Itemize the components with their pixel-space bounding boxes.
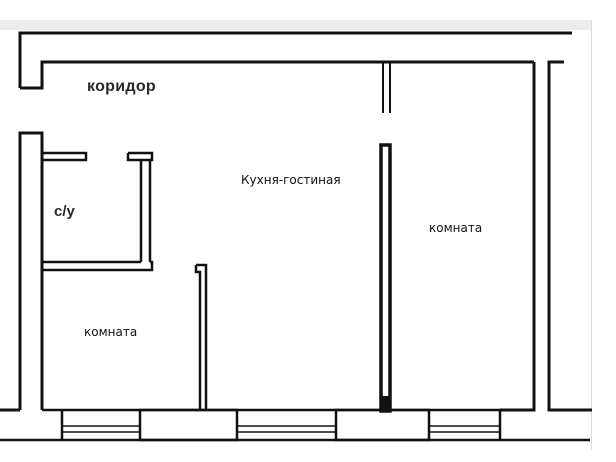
label-kitchen-living: Кухня-гостиная xyxy=(241,173,341,187)
label-wc: с/у xyxy=(54,203,75,220)
top-border-band xyxy=(0,20,592,30)
kitchen-room-partition xyxy=(379,62,392,413)
bottom-exterior-wall xyxy=(0,408,590,442)
window-2 xyxy=(237,425,336,433)
label-room-right: комната xyxy=(429,221,483,235)
left-room-partition xyxy=(194,263,208,410)
left-exterior-wall xyxy=(0,131,44,412)
outer-top-wall xyxy=(18,31,572,90)
right-border-line xyxy=(591,20,592,450)
right-boundary-wall xyxy=(500,60,592,412)
window-3 xyxy=(429,425,500,433)
window-1 xyxy=(62,425,140,433)
label-room-left: комната xyxy=(84,325,138,339)
label-corridor: коридор xyxy=(87,78,156,95)
bathroom-walls xyxy=(42,151,154,272)
